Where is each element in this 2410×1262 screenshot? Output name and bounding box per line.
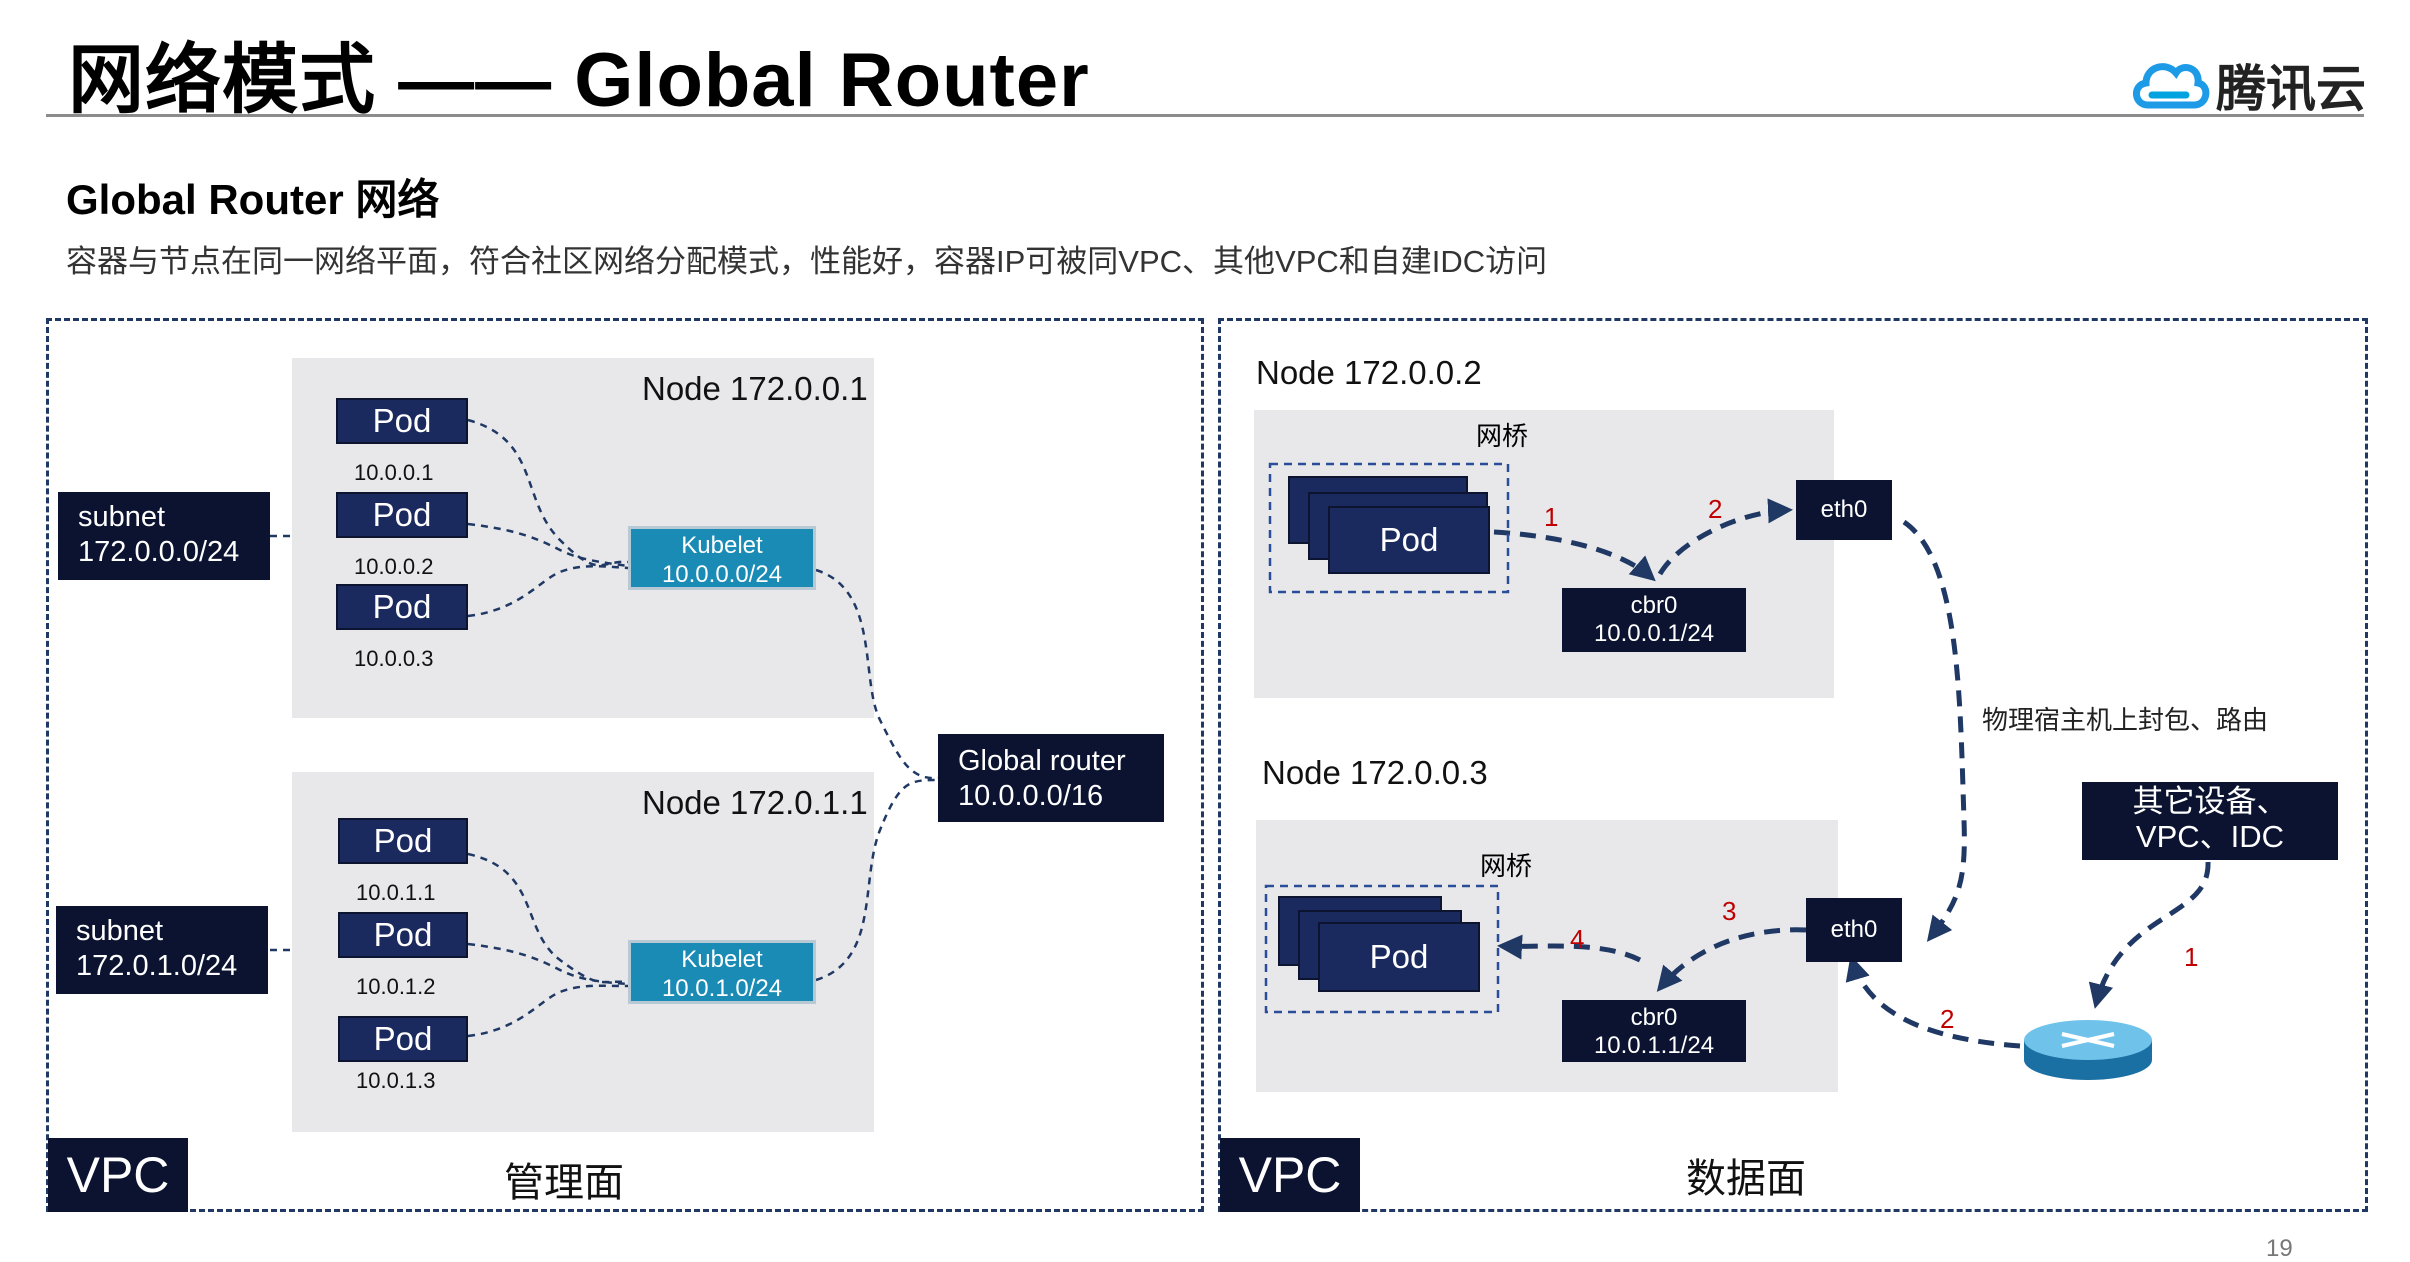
plane-label: 数据面 xyxy=(1686,1157,1806,1201)
page-number: 19 xyxy=(2266,1235,2293,1262)
node-label: Node 172.0.0.3 xyxy=(1262,754,1488,791)
step-number: 1 xyxy=(1544,502,1559,532)
subnet-box-2: subnet 172.0.1.0/24 xyxy=(56,906,268,994)
router-icon xyxy=(2024,1020,2152,1080)
vpc-tag: VPC xyxy=(1220,1138,1360,1212)
global-router-cidr: 10.0.0.0/16 xyxy=(958,780,1104,812)
cbr-cidr: 10.0.1.1/24 xyxy=(1593,1032,1715,1059)
kubelet-cidr: 10.0.1.0/24 xyxy=(661,975,783,1002)
pod-ip: 10.0.0.1 xyxy=(354,460,434,485)
eth0-box: eth0 xyxy=(1796,480,1892,540)
eth0-box: eth0 xyxy=(1806,898,1902,962)
plane-label: 管理面 xyxy=(504,1161,624,1205)
tencent-cloud-logo: 腾讯云 xyxy=(2130,50,2366,120)
pod-box: Pod xyxy=(336,584,468,630)
kubelet-label: Kubelet xyxy=(681,532,763,559)
section-subtitle: Global Router 网络 xyxy=(66,176,440,223)
subnet-label: subnet xyxy=(76,915,164,947)
subnet-box-1: subnet 172.0.0.0/24 xyxy=(58,492,270,580)
pod-box: Pod xyxy=(336,398,468,444)
pod-ip: 10.0.1.3 xyxy=(356,1068,436,1093)
other-devices-line1: 其它设备、 xyxy=(2132,784,2288,819)
node-label: Node 172.0.0.1 xyxy=(642,370,868,407)
section-description: 容器与节点在同一网络平面，符合社区网络分配模式，性能好，容器IP可被同VPC、其… xyxy=(66,244,1548,279)
bridge-label: 网桥 xyxy=(1476,421,1529,451)
title-divider xyxy=(46,114,2364,117)
step-number: 3 xyxy=(1722,896,1737,926)
step-number: 2 xyxy=(1940,1004,1955,1034)
pod-box: Pod xyxy=(1328,506,1490,574)
global-router-box: Global router 10.0.0.0/16 xyxy=(938,734,1164,822)
cbr0-box: cbr0 10.0.0.1/24 xyxy=(1562,588,1746,652)
cbr-cidr: 10.0.0.1/24 xyxy=(1593,620,1715,647)
data-plane-panel xyxy=(1218,318,2368,1212)
subnet-cidr: 172.0.1.0/24 xyxy=(76,950,238,982)
node-label: Node 172.0.1.1 xyxy=(642,784,868,821)
other-devices-line2: VPC、IDC xyxy=(2135,819,2285,854)
pod-ip: 10.0.1.1 xyxy=(356,880,436,905)
subnet-cidr: 172.0.0.0/24 xyxy=(78,536,240,568)
cloud-logo-icon xyxy=(2133,63,2210,109)
pod-ip: 10.0.1.2 xyxy=(356,974,436,999)
kubelet-box: Kubelet 10.0.0.0/24 xyxy=(628,526,816,590)
cbr-label: cbr0 xyxy=(1630,592,1678,619)
vpc-tag: VPC xyxy=(48,1138,188,1212)
page-title: 网络模式 —— Global Router xyxy=(68,38,1090,123)
kubelet-cidr: 10.0.0.0/24 xyxy=(661,561,783,588)
pod-box: Pod xyxy=(336,492,468,538)
step-number: 2 xyxy=(1708,494,1723,524)
other-devices-box: 其它设备、 VPC、IDC xyxy=(2082,782,2338,860)
global-router-label: Global router xyxy=(958,745,1126,777)
host-routing-note: 物理宿主机上封包、路由 xyxy=(1982,705,2269,735)
pod-box: Pod xyxy=(338,1016,468,1062)
bridge-label: 网桥 xyxy=(1480,851,1533,881)
subnet-label: subnet xyxy=(78,501,166,533)
pod-ip: 10.0.0.3 xyxy=(354,646,434,671)
node-label: Node 172.0.0.2 xyxy=(1256,354,1482,391)
pod-box: Pod xyxy=(338,912,468,958)
step-number: 4 xyxy=(1570,924,1585,954)
kubelet-box: Kubelet 10.0.1.0/24 xyxy=(628,940,816,1004)
logo-text: 腾讯云 xyxy=(2216,61,2366,117)
pod-box: Pod xyxy=(1318,922,1480,992)
cbr0-box: cbr0 10.0.1.1/24 xyxy=(1562,1000,1746,1062)
kubelet-label: Kubelet xyxy=(681,946,763,973)
step-number: 1 xyxy=(2184,942,2199,972)
pod-ip: 10.0.0.2 xyxy=(354,554,434,579)
cbr-label: cbr0 xyxy=(1630,1004,1678,1031)
management-plane-panel xyxy=(46,318,1204,1212)
pod-box: Pod xyxy=(338,818,468,864)
